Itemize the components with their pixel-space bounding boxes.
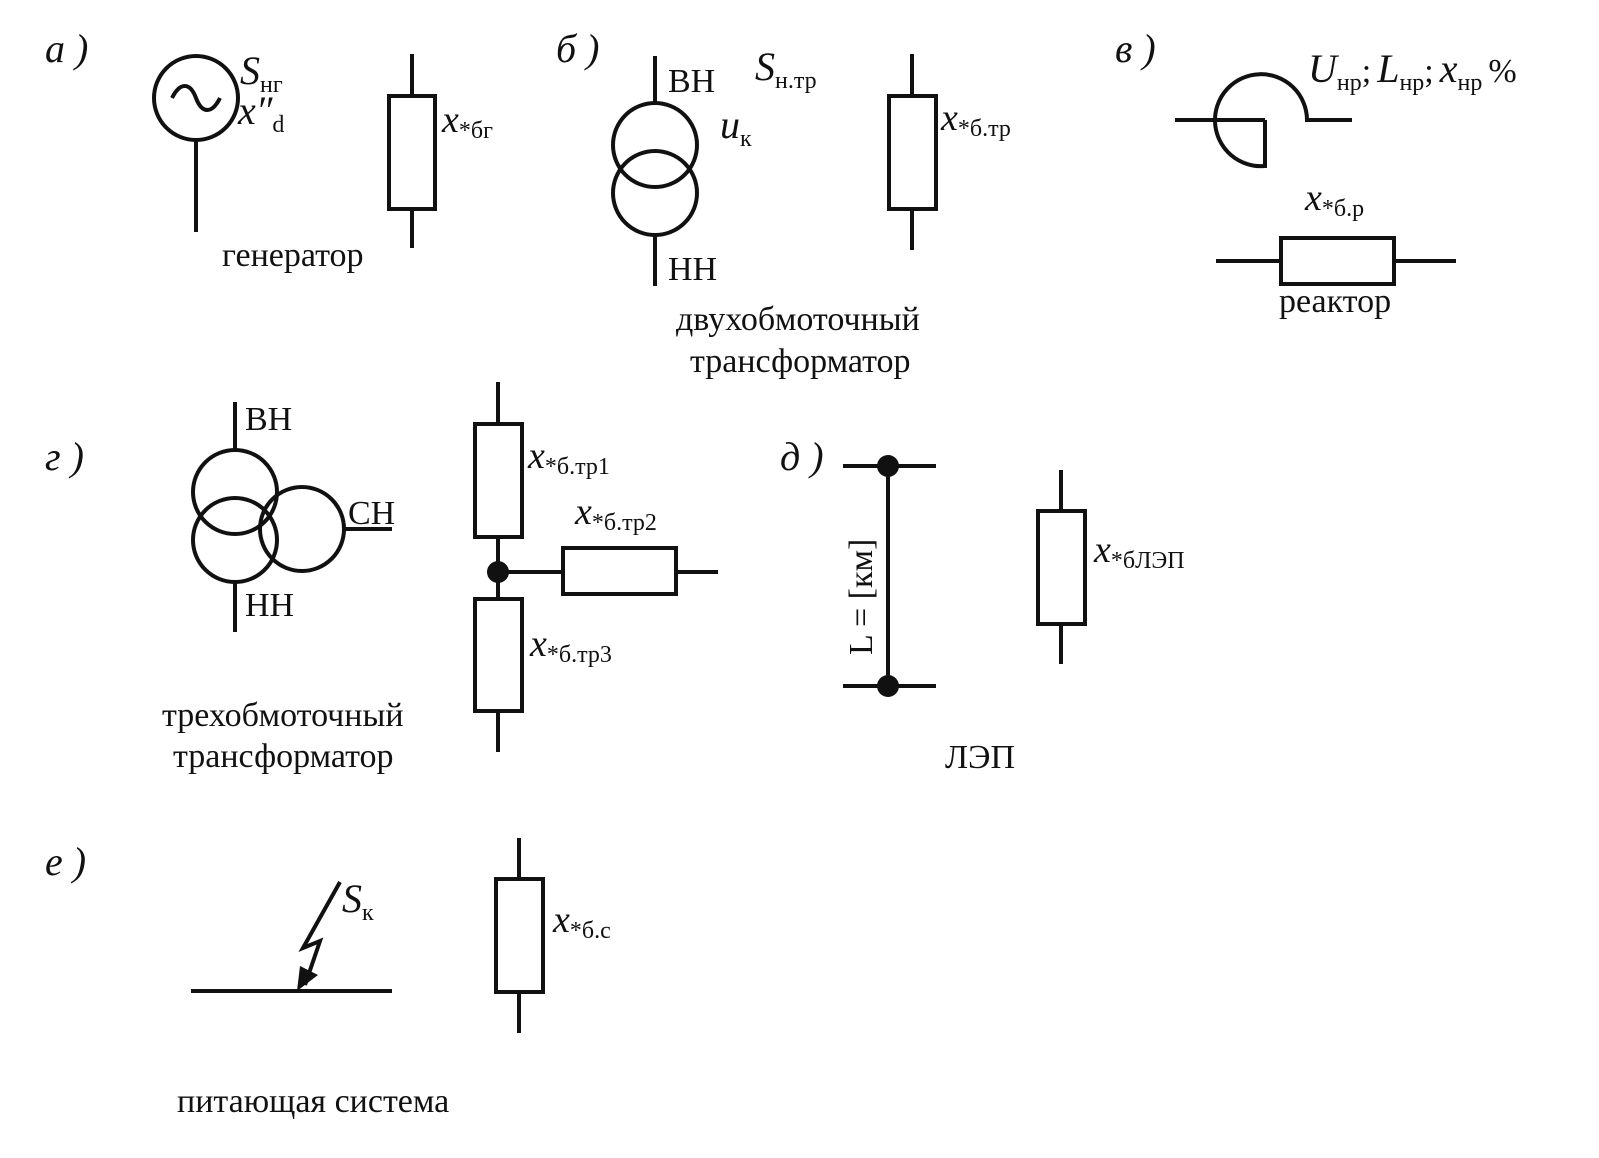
panel-v-letter: в ) — [1115, 26, 1156, 71]
transformer-resistor-label: x*б.тр — [940, 97, 1011, 142]
generator-symbol — [152, 54, 240, 232]
reactor-resistor-label: x*б.р — [1304, 177, 1364, 222]
three-winding-mv-label: СН — [348, 495, 395, 532]
two-winding-transformer-equivalent-resistor — [887, 54, 938, 250]
three-winding-caption-line1: трехобмоточный — [162, 697, 404, 734]
panel-a-generator: а ) Sнг x″d x*бг генератор — [45, 26, 493, 274]
panel-b-letter: б ) — [556, 26, 599, 71]
transformer-short-circuit-voltage-label: uк — [720, 102, 752, 152]
resistor-tr3-label: x*б.тр3 — [529, 623, 612, 668]
panel-d-power-line: д ) L = [км] x*бЛЭП ЛЭП — [780, 434, 1185, 776]
line-end-node — [877, 675, 899, 697]
line-start-node — [877, 455, 899, 477]
three-winding-transformer-symbol — [191, 402, 392, 632]
supply-system-symbol — [191, 881, 392, 993]
generator-rated-power-label: Sнг — [240, 48, 283, 98]
generator-equivalent-resistor — [387, 54, 437, 248]
transformer-lv-label: НН — [668, 251, 717, 288]
two-winding-transformer-symbol — [611, 56, 699, 286]
three-winding-caption-line2: трансформатор — [173, 738, 394, 775]
supply-system-caption: питающая система — [177, 1083, 449, 1120]
line-length-label: L = [км] — [843, 539, 880, 655]
panel-d-letter: д ) — [780, 434, 824, 479]
generator-subtransient-reactance-label: x″d — [237, 88, 284, 138]
reactor-parameters-label: Uнр;Lнр;xнр% — [1308, 46, 1517, 96]
resistor-tr1-label: x*б.тр1 — [527, 435, 610, 480]
power-line-resistor-label: x*бЛЭП — [1093, 529, 1185, 574]
three-winding-lv-label: НН — [245, 587, 294, 624]
two-winding-caption-line1: двухобмоточный — [676, 301, 920, 338]
panel-a-letter: а ) — [45, 26, 88, 71]
generator-resistor-label: x*бг — [441, 99, 493, 144]
panel-v-reactor: в ) Uнр;Lнр;xнр% x*б.р реактор — [1115, 26, 1517, 320]
reactor-equivalent-resistor — [1216, 236, 1456, 286]
two-winding-caption-line2: трансформатор — [690, 343, 911, 380]
power-line-symbol — [843, 455, 936, 697]
panel-e-letter: е ) — [45, 839, 86, 884]
panel-g-three-winding-transformer: г ) ВН СН НН x*б.тр1 x*б.тр2 — [45, 382, 718, 775]
reactor-symbol — [1175, 72, 1352, 169]
supply-system-resistor-label: x*б.с — [552, 899, 611, 944]
resistor-tr2-label: x*б.тр2 — [574, 491, 657, 536]
panel-e-supply-system: е ) Sк x*б.с питающая система — [45, 838, 611, 1120]
three-winding-hv-label: ВН — [245, 401, 292, 438]
power-line-caption: ЛЭП — [945, 739, 1015, 776]
short-circuit-power-label: Sк — [342, 876, 374, 926]
panel-b-two-winding-transformer: б ) ВН НН Sн.тр uк x*б.тр двухобмоточный… — [556, 26, 1011, 380]
panel-g-letter: г ) — [45, 434, 84, 479]
star-junction-node — [487, 561, 509, 583]
reactor-caption: реактор — [1279, 283, 1391, 320]
generator-caption: генератор — [222, 237, 364, 274]
transformer-hv-label: ВН — [668, 63, 715, 100]
supply-system-equivalent-resistor — [494, 838, 545, 1033]
power-line-equivalent-resistor — [1036, 470, 1087, 664]
transformer-rated-power-label: Sн.тр — [755, 44, 817, 94]
three-winding-equivalent-star — [473, 382, 718, 752]
